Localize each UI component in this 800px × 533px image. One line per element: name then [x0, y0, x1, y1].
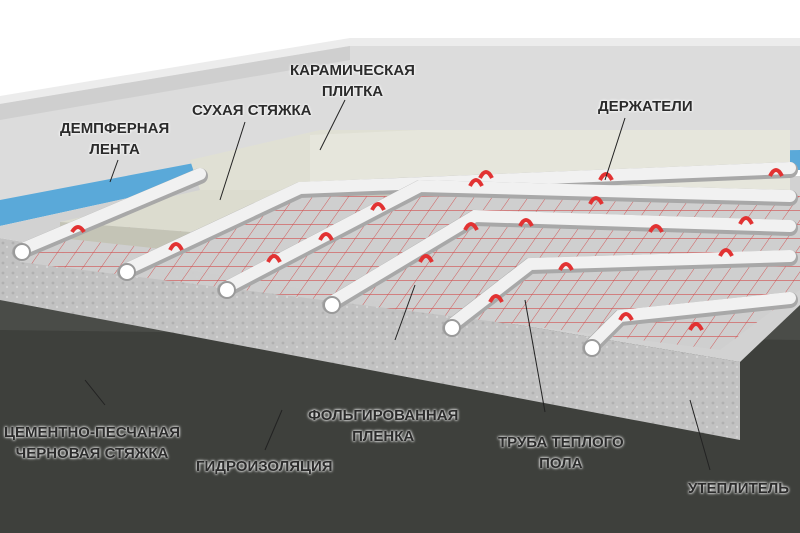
label-holders: ДЕРЖАТЕЛИ	[598, 98, 693, 115]
wall-top-ledge	[0, 38, 800, 104]
label-floor-pipe: ТРУБА ТЕПЛОГО ПОЛА	[498, 434, 624, 472]
label-waterproofing: ГИДРОИЗОЛЯЦИЯ	[196, 458, 333, 475]
label-cement-screed: ЦЕМЕНТНО-ПЕСЧАНАЯ ЧЕРНОВАЯ СТЯЖКА	[4, 424, 181, 462]
pipe-ends	[13, 243, 601, 357]
insulation-front	[0, 238, 740, 440]
label-ceramic-tile: КАРАМИЧЕСКАЯ ПЛИТКА	[290, 62, 415, 100]
label-foil-film: ФОЛЬГИРОВАННАЯ ПЛЕНКА	[308, 407, 459, 445]
pipe-holders	[70, 168, 784, 331]
leader-lines	[84, 99, 711, 471]
label-dry-screed: СУХАЯ СТЯЖКА	[192, 102, 312, 119]
label-damper-tape: ДЕМПФЕРНАЯ ЛЕНТА	[60, 120, 170, 158]
dry-screed-slab-1	[60, 190, 310, 232]
heating-pipes	[12, 162, 798, 356]
left-wall	[0, 46, 350, 120]
label-insulation: УТЕПЛИТЕЛЬ	[688, 480, 790, 497]
